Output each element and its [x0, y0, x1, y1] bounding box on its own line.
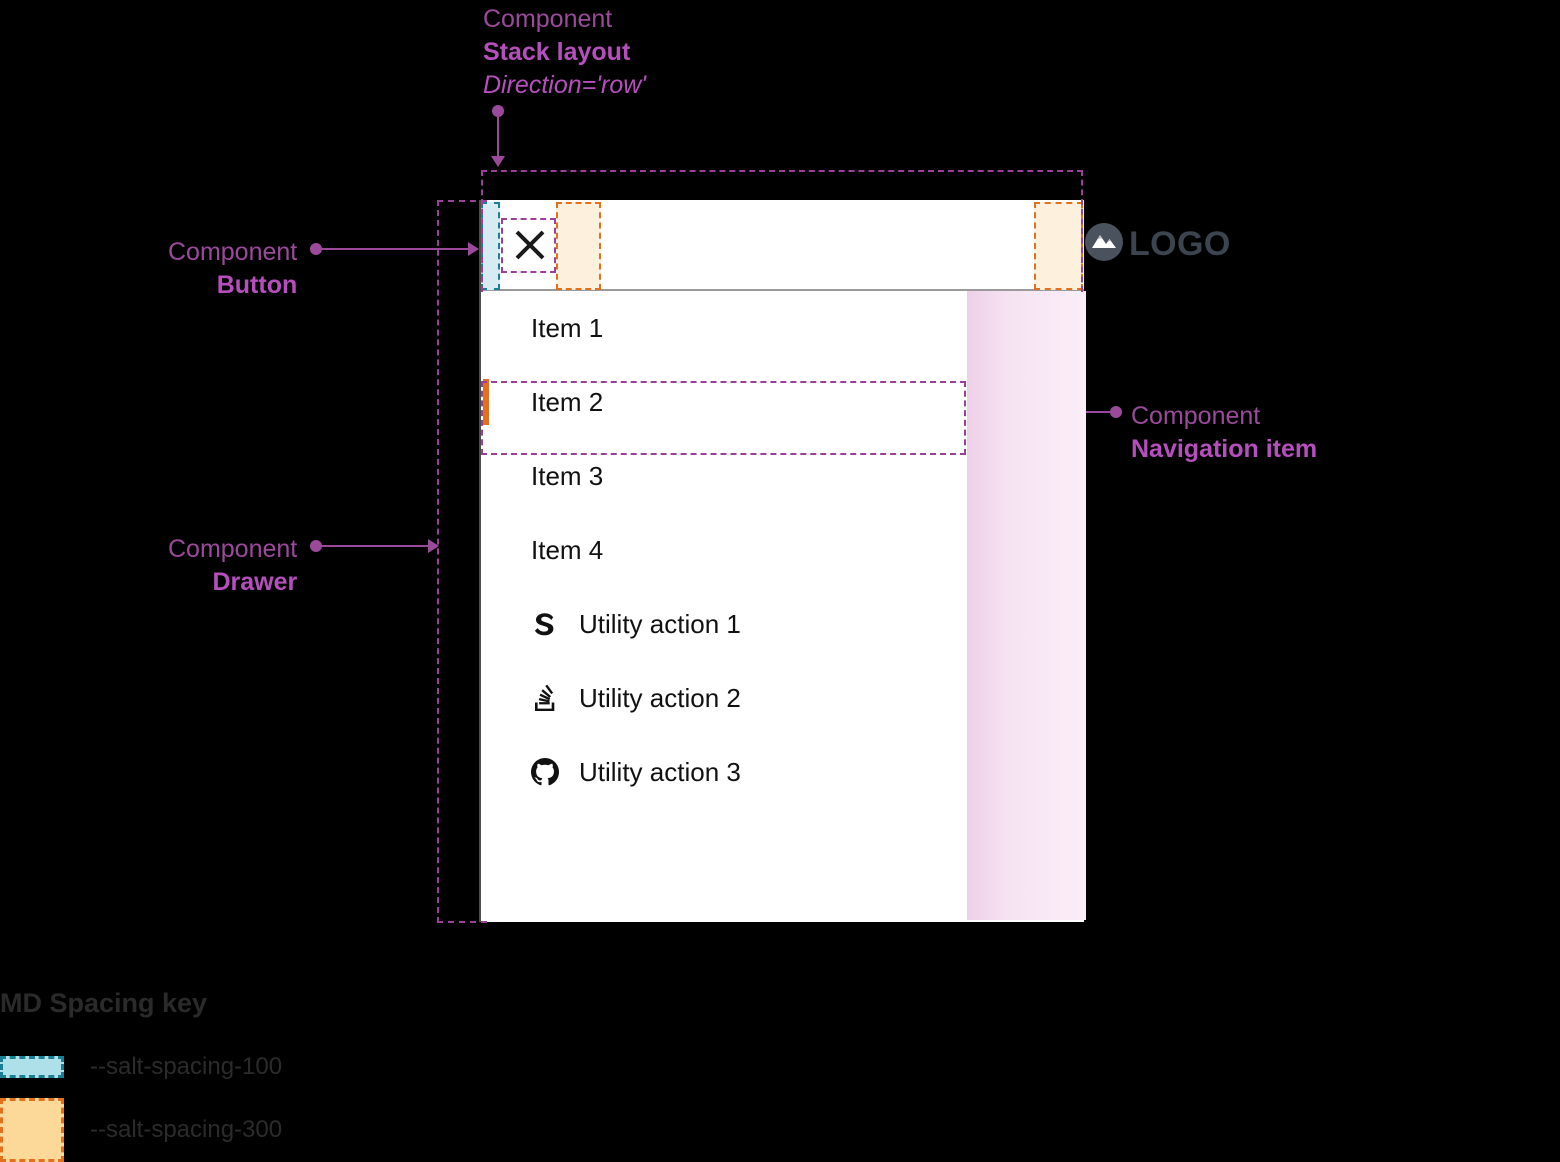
logo-lockup: LOGO [1085, 200, 1231, 289]
leader-dot-drawer [310, 540, 322, 552]
leader-dot-button [310, 243, 322, 255]
nav-item-label: Item 3 [531, 460, 604, 491]
salt-s-icon [531, 610, 559, 638]
utility-action-label: Utility action 1 [579, 608, 741, 639]
leader-arrow-drawer [428, 539, 439, 553]
utility-action-1[interactable]: Utility action 1 [481, 587, 1084, 661]
leader-line-stack-layout [497, 113, 499, 158]
spacing-token-300-right [1034, 202, 1083, 290]
leader-dot-navigation-item [1110, 406, 1122, 418]
nav-item-2[interactable]: Item 2 [481, 365, 1084, 439]
logo-text: LOGO [1129, 225, 1231, 263]
nav-item-4[interactable]: Item 4 [481, 513, 1084, 587]
annotation-button: Component Button [168, 236, 297, 302]
annotation-name-label: Navigation item [1131, 435, 1318, 463]
utility-action-3[interactable]: Utility action 3 [481, 735, 1084, 809]
nav-item-label: Item 2 [531, 386, 604, 417]
leader-line-button [318, 248, 470, 250]
annotation-kind-label: Component [168, 535, 298, 563]
spacing-key-row-300: --salt-spacing-300 [0, 1098, 282, 1162]
spacing-key-swatch-100 [0, 1056, 64, 1078]
close-icon [513, 228, 547, 262]
annotation-stack-layout: Component Stack layout Direction='row' [483, 3, 646, 102]
stackoverflow-icon [531, 684, 559, 712]
spacing-key-row-100: --salt-spacing-100 [0, 1053, 282, 1081]
mountain-logo-icon [1085, 223, 1123, 266]
utility-action-2[interactable]: Utility action 2 [481, 661, 1084, 735]
utility-action-label: Utility action 3 [579, 756, 741, 787]
nav-item-1[interactable]: Item 1 [481, 291, 1084, 365]
spacing-token-300-left [556, 202, 601, 290]
leader-dot-stack-layout [492, 105, 504, 117]
annotation-name-label: Stack layout [483, 38, 631, 66]
annotation-drawer: Component Drawer [168, 533, 297, 599]
nav-item-label: Item 1 [531, 312, 604, 343]
spacing-key-title: MD Spacing key [0, 988, 208, 1018]
spacing-key-label-100: --salt-spacing-100 [90, 1053, 283, 1080]
annotation-name-label: Drawer [212, 568, 298, 596]
nav-item-label: Item 4 [531, 534, 604, 565]
spacing-token-100-left [481, 202, 500, 290]
navigation-list: Item 1 Item 2 Item 3 Item 4 Utility acti… [481, 291, 1084, 809]
annotation-navigation-item: Component Navigation item [1131, 400, 1317, 466]
annotation-prop-label: Direction='row' [483, 71, 647, 99]
github-icon [531, 758, 559, 786]
annotation-kind-label: Component [168, 238, 298, 266]
utility-action-label: Utility action 2 [579, 682, 741, 713]
annotation-kind-label: Component [1131, 402, 1261, 430]
spacing-key-swatch-300 [0, 1098, 64, 1162]
annotation-kind-label: Component [483, 5, 613, 33]
leader-arrow-stack-layout [491, 156, 505, 167]
leader-line-drawer [318, 545, 430, 547]
leader-arrow-button [468, 242, 479, 256]
drawer-panel: LOGO Item 1 Item 2 Item 3 Item 4 [479, 200, 1230, 922]
nav-item-3[interactable]: Item 3 [481, 439, 1084, 513]
spacing-key-label-300: --salt-spacing-300 [90, 1116, 283, 1143]
annotation-name-label: Button [216, 271, 298, 299]
close-button[interactable] [503, 220, 557, 270]
